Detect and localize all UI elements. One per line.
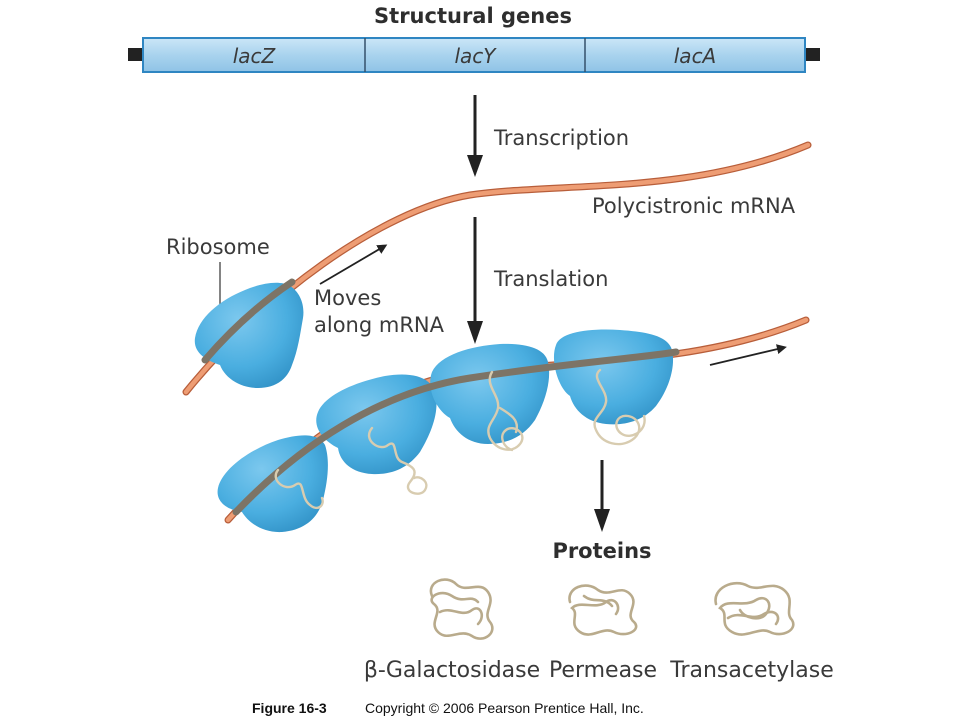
ribosome-polysome-2 bbox=[316, 374, 437, 475]
protein-permease-icon bbox=[568, 584, 638, 636]
figure-number: Figure 16-3 bbox=[252, 700, 327, 716]
ribosome-label: Ribosome bbox=[166, 235, 270, 259]
copyright-text: Copyright © 2006 Pearson Prentice Hall, … bbox=[365, 700, 644, 716]
proteins-arrow bbox=[594, 460, 610, 532]
protein-name-transacetylase: Transacetylase bbox=[669, 658, 834, 683]
gene-laca: lacA bbox=[674, 44, 717, 68]
gene-lacz: lacZ bbox=[233, 44, 277, 68]
protein-name-galactosidase: β-Galactosidase bbox=[364, 658, 540, 683]
moves-label-line2: along mRNA bbox=[314, 313, 445, 337]
protein-transacetylase-icon bbox=[714, 581, 795, 636]
ribosome-single bbox=[194, 278, 304, 388]
gene-lacy: lacY bbox=[454, 44, 497, 68]
ribosome-polysome-1 bbox=[217, 435, 328, 533]
nascent-chains bbox=[274, 368, 646, 510]
proteins-heading: Proteins bbox=[552, 539, 651, 563]
structural-genes-title: Structural genes bbox=[374, 4, 572, 28]
translation-label: Translation bbox=[493, 267, 608, 291]
moves-direction-arrow bbox=[319, 244, 388, 285]
polysome-mrna-channel bbox=[232, 348, 680, 516]
dna-end-right bbox=[804, 48, 820, 61]
transcription-label: Transcription bbox=[493, 126, 629, 150]
dna-bar bbox=[142, 37, 806, 73]
dna-end-left bbox=[128, 48, 144, 61]
polysome-direction-arrow bbox=[709, 344, 787, 366]
translation-arrow bbox=[467, 217, 483, 344]
dna-strand: lacZ lacY lacA bbox=[128, 37, 820, 73]
mrna-label: Polycistronic mRNA bbox=[592, 194, 796, 218]
moves-label-line1: Moves bbox=[314, 286, 381, 310]
ribosome-polysome-4 bbox=[553, 329, 674, 425]
protein-galactosidase-icon bbox=[429, 578, 494, 640]
transcription-arrow bbox=[467, 95, 483, 177]
protein-name-permease: Permease bbox=[549, 658, 657, 683]
